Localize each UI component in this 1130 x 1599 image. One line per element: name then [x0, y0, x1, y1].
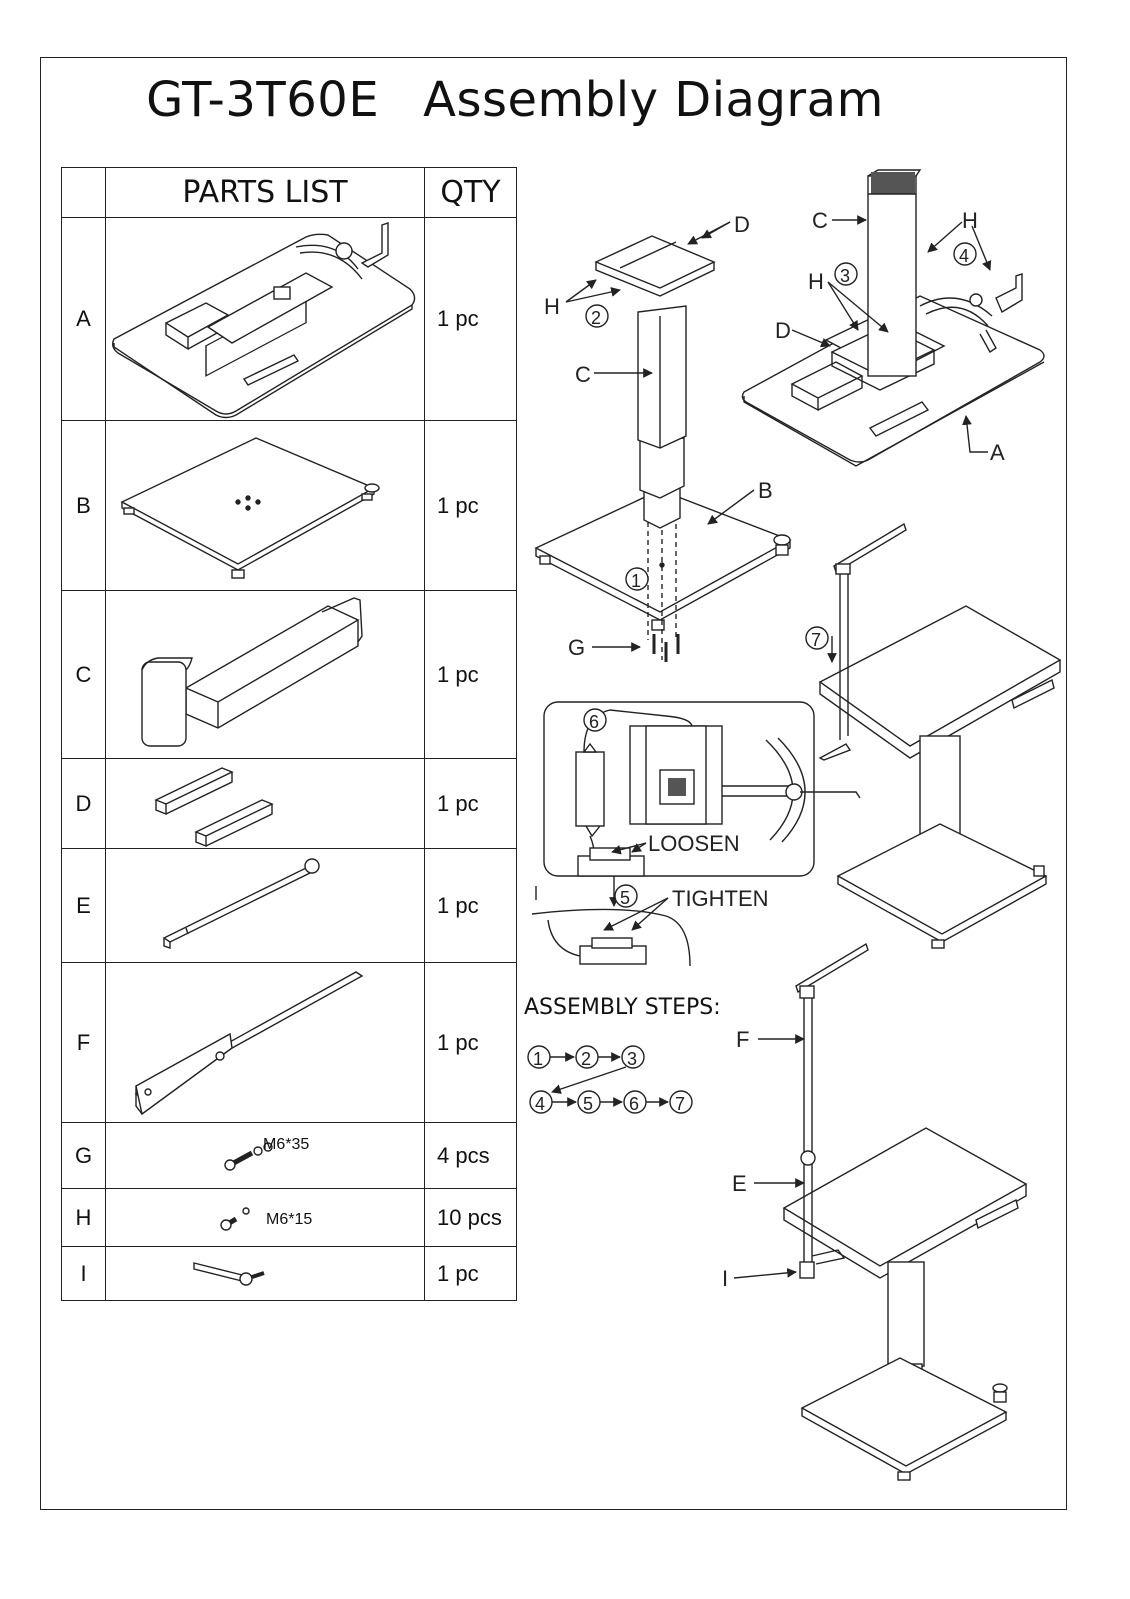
- callout-i: I: [722, 1266, 728, 1291]
- model-number: GT-3T60E: [146, 72, 380, 128]
- flow-step: 5: [583, 1094, 593, 1114]
- assembly-steps-title: ASSEMBLY STEPS:: [524, 995, 721, 1020]
- callout-a-right: A: [990, 440, 1005, 465]
- part-image: [105, 420, 425, 591]
- bolt-m6x15-icon: [220, 1207, 250, 1231]
- step-marker-4: 4: [959, 246, 969, 266]
- step-marker-5: 5: [620, 888, 630, 908]
- column-icon: [141, 596, 363, 747]
- callout-g: G: [568, 635, 585, 660]
- part-id: F: [61, 962, 106, 1123]
- part-id: H: [61, 1188, 106, 1247]
- support-arm-icon: [134, 970, 364, 1115]
- part-id: C: [61, 590, 106, 759]
- part-row-i: I 1 pc: [61, 1246, 517, 1301]
- callout-d-right: D: [775, 318, 791, 343]
- column-base-assembly: [534, 235, 792, 662]
- part-row-a: A 1 pc: [61, 217, 517, 421]
- part-image: [105, 848, 425, 963]
- callout-h-right-1: H: [962, 208, 978, 233]
- part-id: E: [61, 848, 106, 963]
- part-image: [105, 590, 425, 759]
- part-row-h: H M6*15 10 pcs: [61, 1188, 517, 1247]
- step-marker-2: 2: [591, 308, 601, 328]
- part-qty: 4 pcs: [424, 1122, 517, 1189]
- page-title: GT-3T60E Assembly Diagram: [0, 72, 1030, 128]
- callout-tighten: TIGHTEN: [672, 886, 769, 911]
- part-row-g: G M6*35 4 pcs: [61, 1122, 517, 1189]
- part-image: [105, 1246, 425, 1301]
- assembly-steps-flow: 1 2 3 4 5 6 7: [527, 1045, 693, 1114]
- callout-h-top: H: [544, 294, 560, 319]
- callout-h-right-2: H: [808, 269, 824, 294]
- step-marker-3: 3: [840, 266, 850, 286]
- flow-step: 1: [533, 1049, 543, 1069]
- step-marker-7: 7: [811, 630, 821, 650]
- flow-step: 3: [627, 1049, 637, 1069]
- callout-c-right: C: [812, 208, 828, 233]
- base-plate-icon: [120, 436, 380, 579]
- final-assembly: [782, 942, 1028, 1481]
- tabletop-with-arm-icon: [111, 222, 416, 419]
- header-qty: QTY: [424, 167, 517, 218]
- extension-rod-icon: [162, 857, 320, 949]
- part-image: [105, 962, 425, 1123]
- callout-b: B: [758, 478, 773, 503]
- parts-table: PARTS LIST QTY A 1 pc B: [61, 167, 517, 1301]
- flow-step: 6: [629, 1094, 639, 1114]
- callout-d-top: D: [734, 212, 750, 237]
- part-qty: 1 pc: [424, 1246, 517, 1301]
- title-text: Assembly Diagram: [423, 72, 884, 128]
- part-spec: M6*15: [266, 1211, 313, 1228]
- callout-e: E: [732, 1171, 747, 1196]
- step-marker-6: 6: [589, 712, 599, 732]
- brackets-icon: [154, 766, 274, 847]
- part-row-b: B 1 pc: [61, 420, 517, 591]
- callout-loosen: LOOSEN: [648, 831, 740, 856]
- flow-step: 2: [581, 1049, 591, 1069]
- flow-step: 4: [535, 1094, 545, 1114]
- header-blank: [61, 167, 106, 218]
- part-qty: 1 pc: [424, 962, 517, 1123]
- step-marker-1: 1: [631, 571, 641, 591]
- flow-step: 7: [675, 1094, 685, 1114]
- part-row-f: F 1 pc: [61, 962, 517, 1123]
- part-image: M6*15: [105, 1188, 425, 1247]
- desk-arm-assembly: [818, 522, 1062, 949]
- part-qty: 10 pcs: [424, 1188, 517, 1247]
- part-qty: 1 pc: [424, 420, 517, 591]
- part-qty: 1 pc: [424, 590, 517, 759]
- bolt-m6x35-icon: [224, 1142, 273, 1171]
- handle-knob-icon: [193, 1262, 265, 1286]
- callout-c-top: C: [575, 362, 591, 387]
- callout-f: F: [736, 1027, 749, 1052]
- part-image: [105, 217, 425, 421]
- page-frame: [40, 57, 1067, 1510]
- part-spec: M6*35: [263, 1136, 310, 1153]
- part-id: B: [61, 420, 106, 591]
- part-row-c: C 1 pc: [61, 590, 517, 759]
- part-image: M6*35: [105, 1122, 425, 1189]
